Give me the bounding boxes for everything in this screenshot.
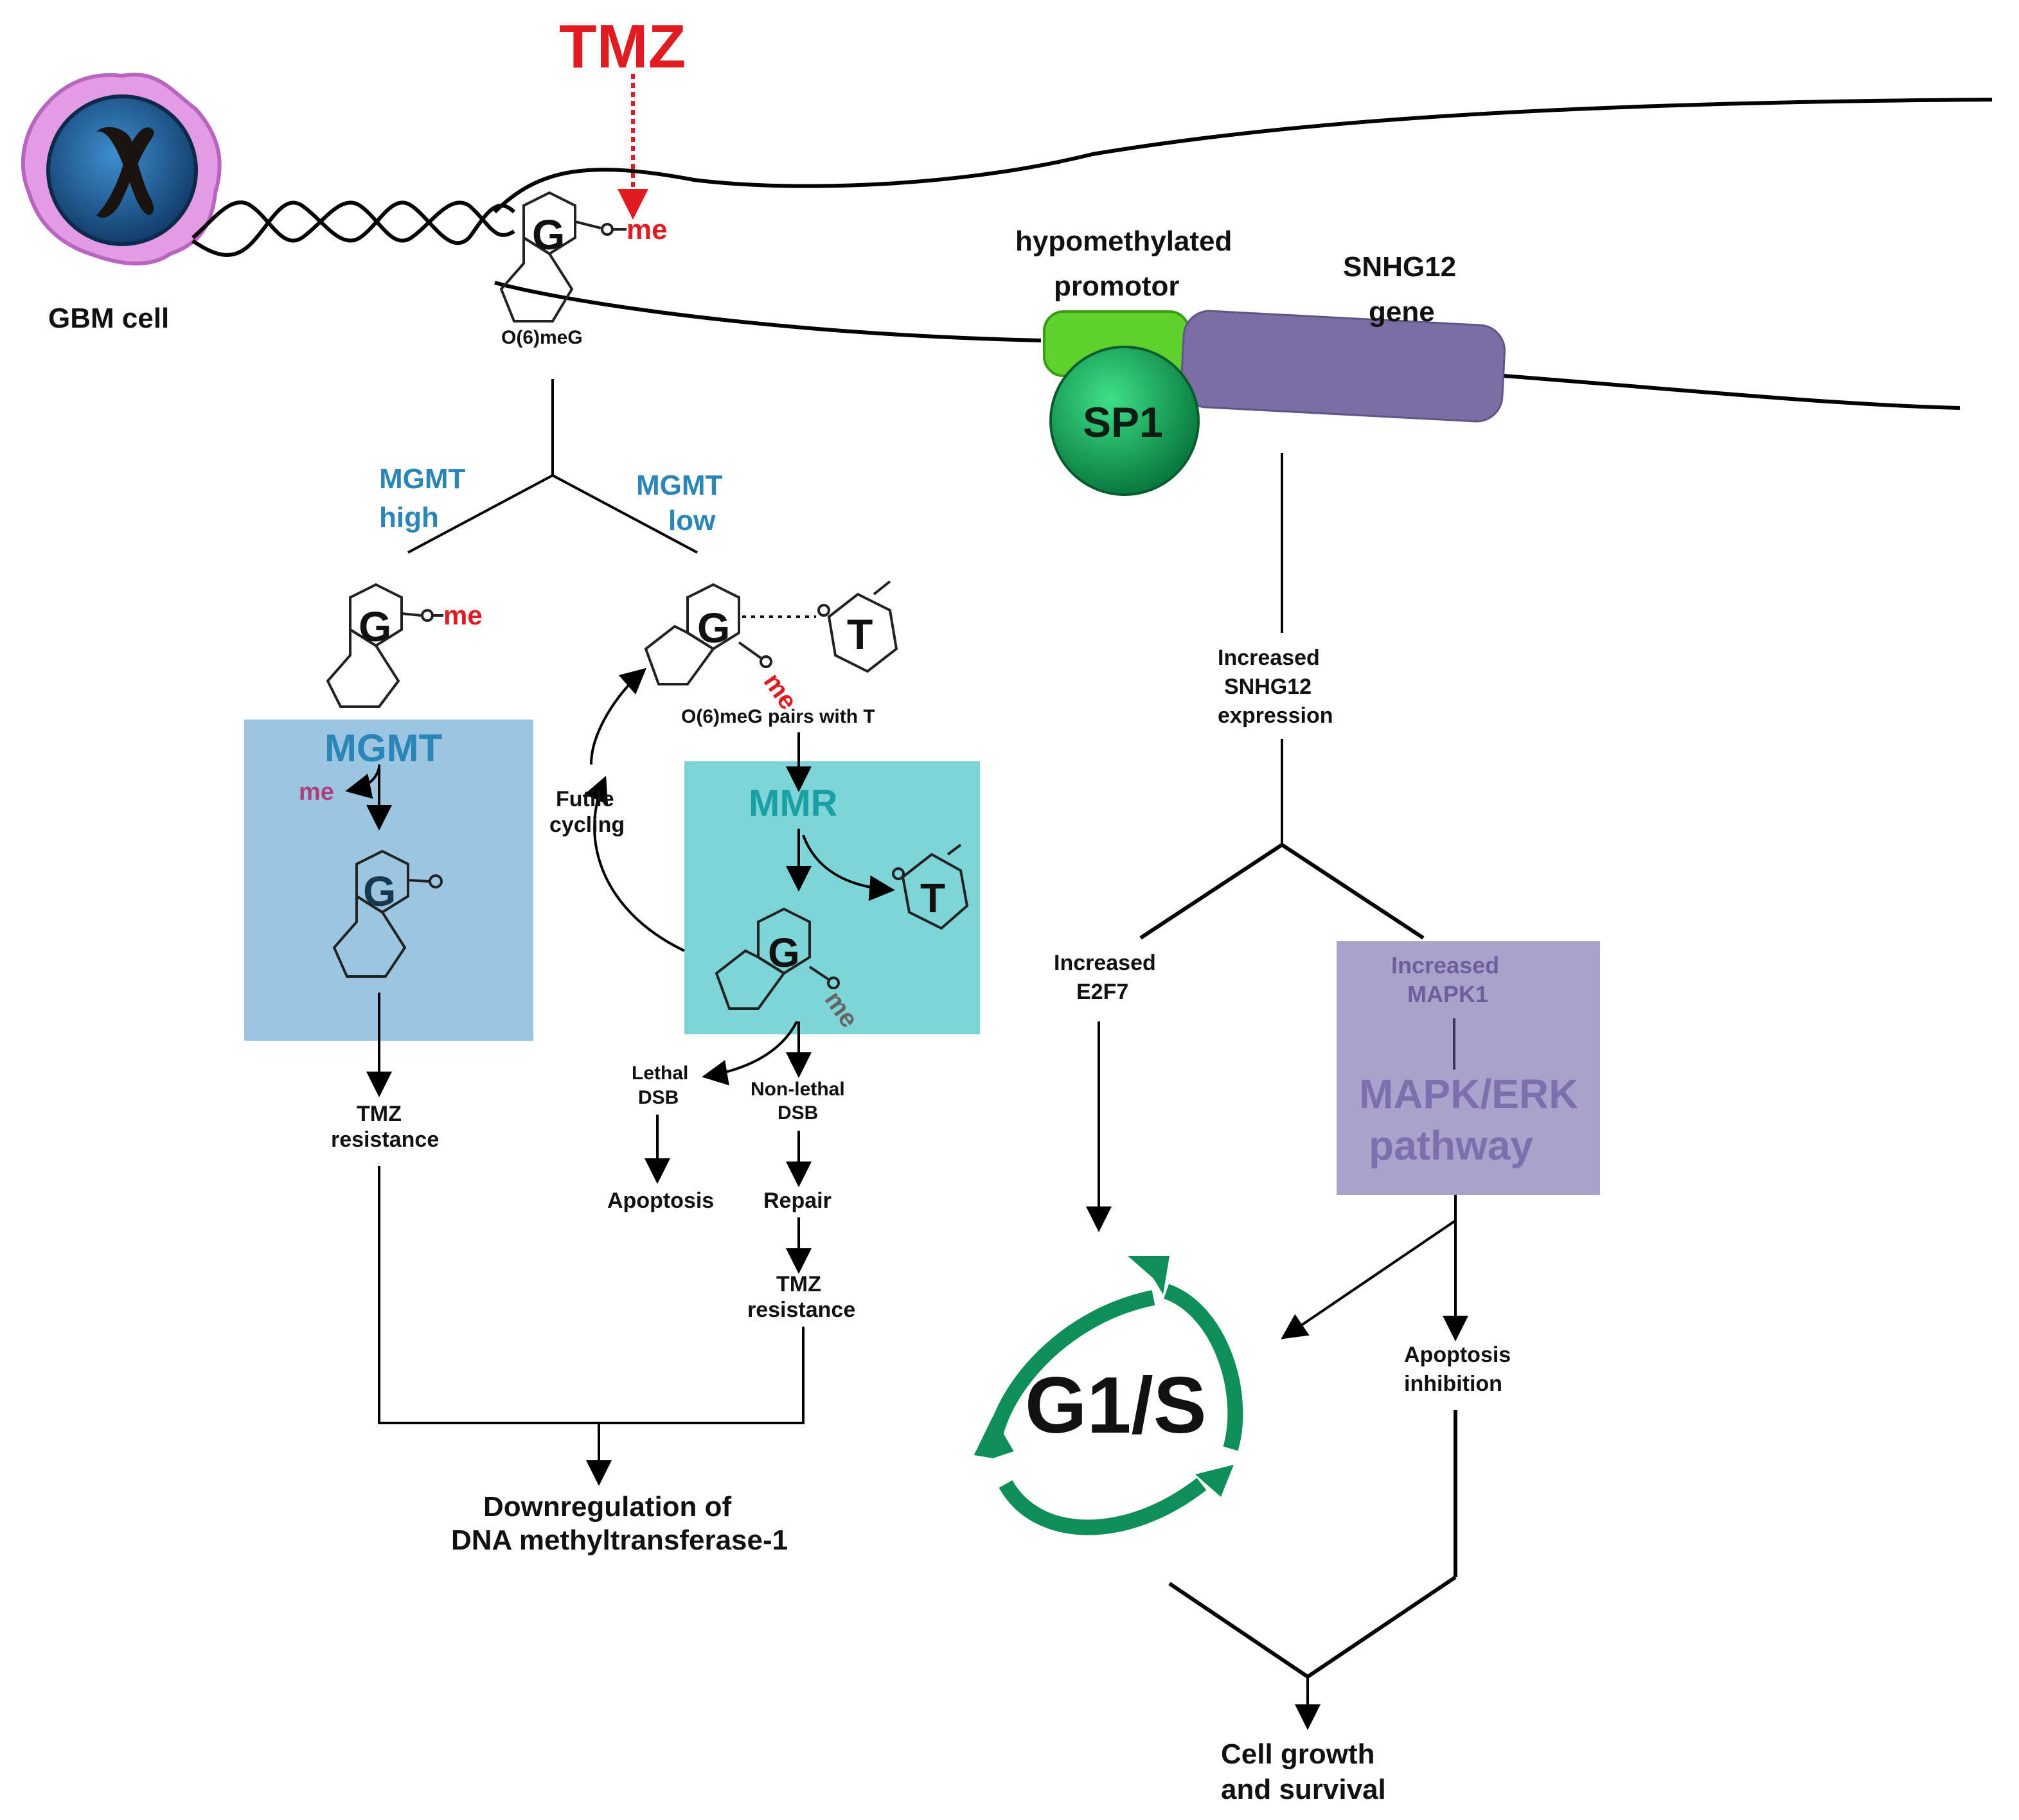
drug-label: TMZ xyxy=(559,12,686,81)
svg-text:G: G xyxy=(359,603,391,650)
svg-text:Downregulation of: Downregulation of xyxy=(483,1491,732,1523)
svg-text:G: G xyxy=(363,867,396,915)
svg-text:Increased: Increased xyxy=(1218,646,1320,670)
svg-text:G: G xyxy=(697,604,730,651)
resistance-merge: Downregulation of DNA methyltransferase-… xyxy=(378,1166,805,1556)
svg-text:me: me xyxy=(443,600,483,630)
cell-cycle-icon: G1/S xyxy=(974,1256,1243,1535)
svg-text:MGMT: MGMT xyxy=(379,463,466,495)
svg-text:DNA methyltransferase-1: DNA methyltransferase-1 xyxy=(451,1524,788,1556)
svg-text:low: low xyxy=(668,505,716,536)
svg-text:DSB: DSB xyxy=(638,1087,679,1108)
svg-text:DSB: DSB xyxy=(778,1102,818,1124)
svg-text:Lethal: Lethal xyxy=(632,1063,688,1084)
excised-thymine: T xyxy=(892,844,969,930)
svg-text:SNHG12: SNHG12 xyxy=(1343,251,1456,283)
svg-text:Non-lethal: Non-lethal xyxy=(751,1079,845,1100)
futile-cycle: Futile cycling xyxy=(549,667,685,952)
svg-text:Futile: Futile xyxy=(556,787,614,811)
svg-text:Apoptosis: Apoptosis xyxy=(1404,1343,1511,1367)
svg-text:pathway: pathway xyxy=(1369,1122,1533,1169)
demethylated-guanine: G xyxy=(332,849,443,978)
svg-text:promotor: promotor xyxy=(1054,270,1180,302)
dna-strand xyxy=(191,98,1993,410)
svg-text:MAPK1: MAPK1 xyxy=(1407,981,1488,1007)
chromosome-icon xyxy=(96,127,154,218)
snhg12-gene: SNHG12 gene xyxy=(1180,251,1506,423)
sp1-protein: SP1 xyxy=(1049,346,1200,496)
svg-text:T: T xyxy=(920,875,945,921)
lesion-label: O(6)meG xyxy=(501,327,583,348)
svg-text:MAPK/ERK: MAPK/ERK xyxy=(1359,1071,1578,1117)
methylated-guanine-top: G me O(6)meG xyxy=(499,191,668,348)
svg-text:G: G xyxy=(768,930,800,976)
gbm-cell: GBM cell xyxy=(21,73,222,334)
svg-text:MGMT: MGMT xyxy=(325,727,442,770)
cell-cycle-label: G1/S xyxy=(1025,1361,1207,1450)
svg-text:SNHG12: SNHG12 xyxy=(1224,675,1312,699)
snhg12-pathway: Increased SNHG12 expression xyxy=(1139,453,1425,940)
guanine-thymine-pair: G me T O(6)meG pairs with T xyxy=(644,580,898,727)
svg-text:TMZ: TMZ xyxy=(357,1102,402,1126)
svg-text:inhibition: inhibition xyxy=(1404,1372,1502,1396)
survival-merge: Cell growth and survival xyxy=(1168,1575,1457,1805)
e2f7-branch: Increased E2F7 xyxy=(1054,951,1156,1232)
svg-text:hypomethylated: hypomethylated xyxy=(1015,225,1232,257)
svg-text:resistance: resistance xyxy=(747,1298,855,1322)
svg-text:O(6)meG pairs with T: O(6)meG pairs with T xyxy=(681,706,875,727)
methyl-label: me xyxy=(627,214,668,245)
svg-text:resistance: resistance xyxy=(331,1127,439,1152)
svg-text:E2F7: E2F7 xyxy=(1076,980,1128,1004)
mgmt-box: MGMT me G xyxy=(244,720,533,1041)
mapk-box: Increased MAPK1 MAPK/ERK pathway xyxy=(1337,941,1600,1195)
svg-text:and survival: and survival xyxy=(1221,1774,1386,1805)
svg-text:MMR: MMR xyxy=(749,782,838,824)
svg-text:Increased: Increased xyxy=(1391,952,1499,978)
svg-text:TMZ: TMZ xyxy=(776,1272,821,1296)
svg-text:expression: expression xyxy=(1218,703,1333,728)
svg-text:MGMT: MGMT xyxy=(636,470,723,501)
svg-text:high: high xyxy=(379,502,439,533)
mmr-box: MMR T G me xyxy=(684,732,980,1034)
svg-text:me: me xyxy=(299,779,334,806)
cell-label: GBM cell xyxy=(48,303,169,334)
svg-text:SP1: SP1 xyxy=(1083,398,1163,446)
svg-text:cycling: cycling xyxy=(549,813,625,837)
mapk-outputs: Apoptosis inhibition xyxy=(1281,1195,1511,1577)
svg-text:gene: gene xyxy=(1369,296,1435,328)
dsb-outcomes: Lethal DSB Non-lethal DSB Apoptosis Repa… xyxy=(607,1021,855,1322)
svg-text:T: T xyxy=(847,610,873,658)
svg-text:Repair: Repair xyxy=(763,1188,832,1213)
methylated-guanine-high: G me xyxy=(326,583,483,708)
mgmt-split: MGMT high MGMT low xyxy=(379,379,723,554)
svg-text:G: G xyxy=(532,211,565,258)
svg-text:Apoptosis: Apoptosis xyxy=(607,1188,714,1213)
svg-text:Increased: Increased xyxy=(1054,951,1156,975)
svg-text:Cell growth: Cell growth xyxy=(1221,1738,1375,1770)
